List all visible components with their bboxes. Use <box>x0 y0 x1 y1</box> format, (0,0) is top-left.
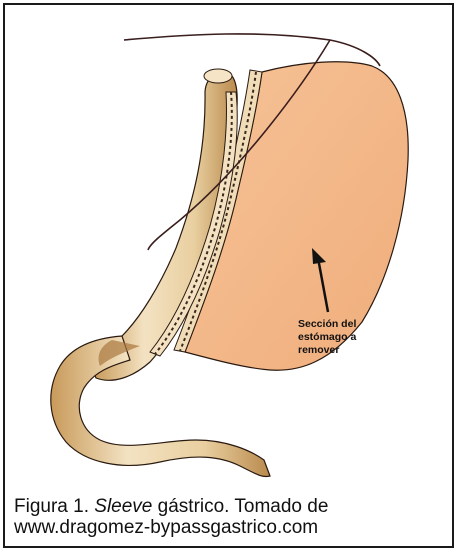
caption-italic: Sleeve <box>94 496 152 517</box>
figure-caption: Figura 1. Sleeve gástrico. Tomado de www… <box>14 496 450 538</box>
caption-prefix: Figura 1. <box>14 496 94 517</box>
caption-line-2: www.dragomez-bypassgastrico.com <box>14 517 450 538</box>
caption-suffix: gástrico. Tomado de <box>152 496 328 517</box>
caption-line-1: Figura 1. Sleeve gástrico. Tomado de <box>14 496 450 517</box>
esophagus-opening <box>204 69 232 83</box>
annotation-label: Sección del estómago a remover <box>298 318 408 357</box>
